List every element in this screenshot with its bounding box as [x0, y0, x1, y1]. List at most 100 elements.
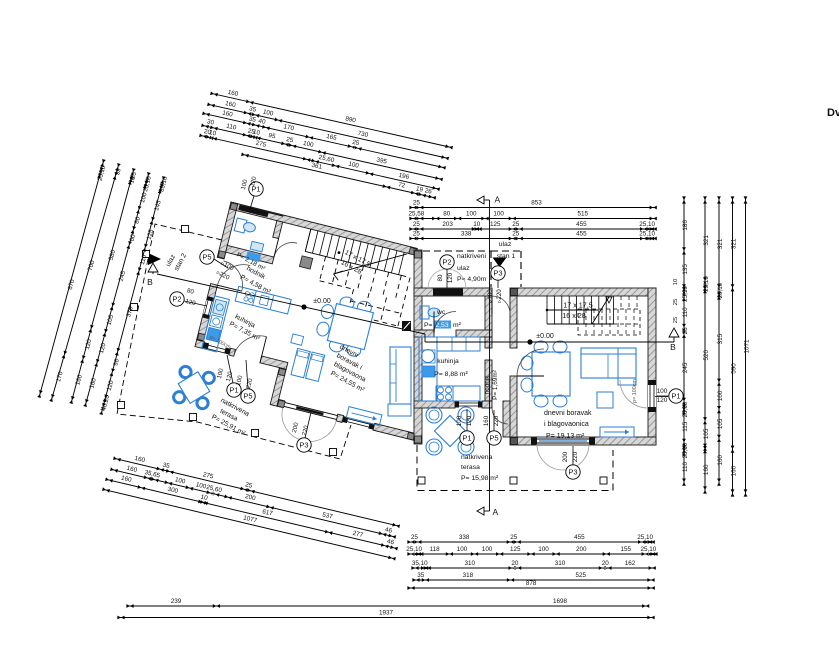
- svg-text:220: 220: [572, 451, 579, 462]
- svg-text:35: 35: [248, 115, 257, 123]
- svg-text:455: 455: [576, 221, 587, 228]
- svg-text:25: 25: [673, 299, 679, 305]
- svg-text:160: 160: [224, 100, 236, 109]
- svg-text:terasa: terasa: [461, 464, 480, 471]
- svg-text:80: 80: [437, 274, 444, 281]
- svg-text:25,10: 25,10: [639, 230, 655, 237]
- svg-text:100: 100: [262, 108, 274, 117]
- svg-text:110: 110: [139, 254, 148, 266]
- svg-text:P5: P5: [489, 434, 498, 443]
- svg-text:145: 145: [153, 199, 163, 211]
- svg-text:10: 10: [208, 129, 217, 137]
- svg-text:125: 125: [510, 546, 521, 553]
- svg-text:275: 275: [255, 140, 267, 149]
- svg-text:110: 110: [682, 307, 689, 318]
- svg-text:160: 160: [134, 455, 146, 464]
- svg-text:kuhinja: kuhinja: [437, 358, 459, 365]
- svg-text:617: 617: [262, 508, 274, 517]
- svg-text:30: 30: [206, 118, 215, 126]
- svg-text:120: 120: [249, 175, 258, 187]
- svg-text:35: 35: [114, 167, 123, 176]
- svg-text:155: 155: [621, 546, 632, 553]
- svg-text:395: 395: [376, 156, 388, 165]
- svg-text:20,10: 20,10: [717, 282, 724, 298]
- svg-text:160: 160: [731, 465, 738, 476]
- svg-text:25,10: 25,10: [703, 276, 710, 292]
- svg-text:25,10: 25,10: [682, 286, 689, 302]
- svg-text:1077: 1077: [242, 515, 258, 525]
- svg-text:525: 525: [575, 572, 586, 579]
- svg-text:700: 700: [87, 259, 97, 272]
- svg-text:35,10: 35,10: [412, 560, 428, 567]
- svg-text:520: 520: [703, 349, 710, 360]
- svg-text:100: 100: [174, 476, 186, 485]
- svg-text:10: 10: [673, 279, 679, 285]
- svg-text:25: 25: [352, 139, 361, 147]
- svg-text:±0.00: ±0.00: [313, 298, 331, 305]
- svg-text:80: 80: [186, 287, 195, 296]
- svg-text:120: 120: [98, 342, 108, 354]
- svg-text:277: 277: [352, 530, 364, 539]
- svg-text:25: 25: [413, 230, 421, 237]
- svg-text:361: 361: [311, 162, 323, 171]
- svg-text:220: 220: [245, 377, 254, 389]
- svg-text:▹100: ▹100: [487, 289, 494, 303]
- svg-text:25,10: 25,10: [142, 175, 153, 193]
- svg-text:80: 80: [443, 210, 451, 217]
- svg-text:m²: m²: [453, 322, 462, 329]
- svg-text:Dv: Dv: [827, 107, 839, 119]
- svg-text:170: 170: [283, 123, 295, 132]
- svg-text:46: 46: [386, 538, 395, 547]
- svg-text:160: 160: [222, 109, 234, 118]
- svg-text:25,60: 25,60: [206, 484, 223, 495]
- svg-text:853: 853: [531, 199, 542, 206]
- svg-text:35: 35: [417, 572, 425, 579]
- svg-text:321: 321: [731, 238, 738, 249]
- svg-text:200: 200: [562, 451, 569, 462]
- svg-text:120: 120: [447, 272, 454, 283]
- svg-text:hodnik: hodnik: [484, 375, 491, 395]
- svg-text:P5: P5: [243, 392, 252, 401]
- svg-text:1937: 1937: [379, 609, 394, 616]
- svg-text:100: 100: [493, 210, 504, 217]
- svg-text:P= 8,88 m²: P= 8,88 m²: [434, 371, 468, 378]
- svg-text:25: 25: [673, 317, 679, 323]
- svg-text:160: 160: [483, 415, 490, 426]
- svg-text:1698: 1698: [553, 598, 568, 605]
- svg-text:p= 100cm: p= 100cm: [632, 379, 638, 403]
- svg-text:35: 35: [162, 462, 171, 471]
- svg-text:▹220: ▹220: [496, 289, 503, 303]
- svg-text:220: 220: [301, 424, 310, 436]
- svg-text:160: 160: [717, 454, 724, 465]
- svg-text:P1: P1: [462, 434, 471, 443]
- svg-text:stan 1: stan 1: [497, 253, 516, 260]
- svg-text:100: 100: [195, 481, 207, 490]
- svg-text:25,10: 25,10: [97, 164, 108, 182]
- svg-text:580: 580: [108, 249, 118, 261]
- svg-text:100: 100: [657, 388, 668, 395]
- svg-text:25: 25: [286, 136, 295, 144]
- svg-text:10: 10: [128, 175, 137, 184]
- svg-text:105: 105: [106, 314, 116, 326]
- svg-text:125: 125: [490, 221, 501, 228]
- svg-text:72: 72: [397, 181, 406, 189]
- svg-text:115: 115: [682, 421, 689, 432]
- svg-text:P= 15,98 m²: P= 15,98 m²: [461, 475, 499, 482]
- svg-text:160: 160: [126, 465, 138, 474]
- svg-text:20: 20: [203, 128, 212, 136]
- svg-text:321: 321: [703, 235, 710, 246]
- svg-text:105: 105: [703, 428, 710, 439]
- svg-text:160: 160: [703, 464, 710, 475]
- svg-text:P5: P5: [202, 253, 211, 262]
- svg-text:200: 200: [576, 546, 587, 553]
- svg-text:318: 318: [463, 572, 474, 579]
- svg-text:118: 118: [430, 546, 441, 553]
- svg-text:16 x 28: 16 x 28: [562, 311, 586, 320]
- svg-text:120: 120: [185, 298, 197, 307]
- svg-text:25,10: 25,10: [682, 442, 689, 458]
- svg-text:120: 120: [225, 370, 234, 382]
- svg-text:310: 310: [464, 560, 475, 567]
- svg-text:20: 20: [602, 560, 610, 567]
- svg-text:±0.00: ±0.00: [536, 333, 554, 340]
- svg-text:25: 25: [413, 199, 421, 206]
